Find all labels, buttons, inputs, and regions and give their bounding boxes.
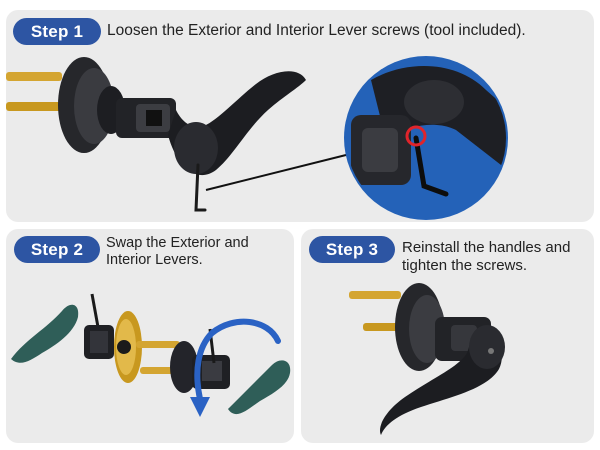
step-3-caption: Reinstall the handles and tighten the sc… [402,239,571,274]
step-2-illustration [11,293,291,417]
zoom-callout-icon [344,56,508,220]
step-2-caption: Swap the Exterior and Interior Levers. [106,235,249,268]
lock-body [84,325,114,359]
highlight-ring [405,125,427,147]
brass-rose [114,311,142,383]
step-1-caption: Loosen the Exterior and Interior Lever s… [107,22,526,39]
step-1-badge: Step 1 [13,18,101,45]
step-3-illustration [349,283,505,435]
step-1-illustration [6,56,508,220]
step-3-panel: Step 3 Reinstall the handles and tighten… [301,229,594,443]
black-rose [170,341,230,393]
step-1-panel: Step 1 Loosen the Exterior and Interior … [6,10,594,222]
green-lever-left-icon [11,304,79,363]
step-2-badge: Step 2 [14,236,100,263]
rose-plate [58,57,125,153]
hex-key-icon [194,163,207,212]
step-2-panel: Step 2 Swap the Exterior and Interior Le… [6,229,294,443]
rotation-arrow-icon [190,318,281,417]
spindle-pins [6,72,62,111]
hex-key-left-icon [90,293,100,328]
lever-neck [116,98,176,138]
green-lever-right-icon [228,360,291,415]
step-3-badge: Step 3 [309,236,395,263]
callout-line [205,151,359,191]
